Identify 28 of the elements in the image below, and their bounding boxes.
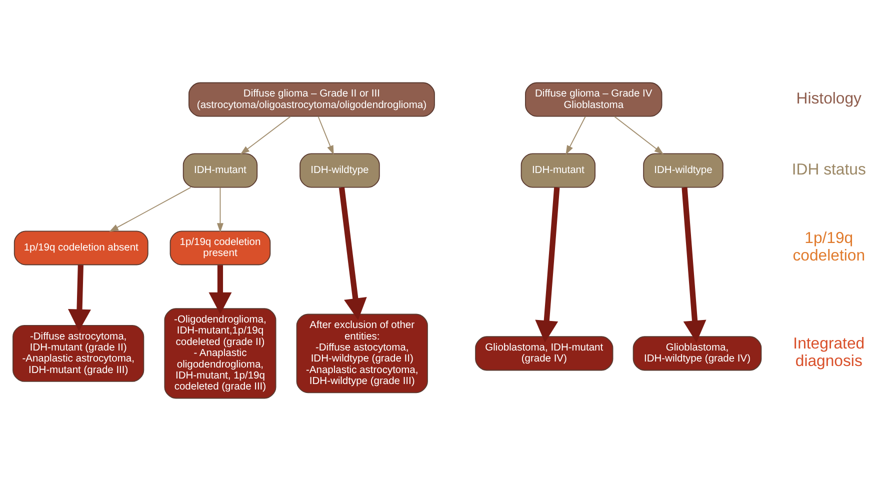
node-box: 1p/19q codeletion present	[170, 230, 271, 265]
node-box: IDH-mutant	[520, 152, 596, 188]
node-box: Glioblastoma, IDH-mutant (grade IV)	[475, 336, 614, 370]
label: Histology	[796, 90, 862, 107]
label: IDH status	[792, 160, 866, 178]
node-box: IDH-wildtype	[300, 152, 380, 188]
node-box: 1p/19q codeletion absent	[14, 230, 148, 265]
node-box: IDH-wildtype	[643, 152, 724, 188]
arrow	[68, 264, 91, 331]
arrow	[614, 116, 664, 154]
arrow	[109, 186, 192, 232]
arrow	[338, 186, 367, 320]
node-box: IDH-mutant	[182, 152, 258, 188]
label: 1p/19q codeletion	[792, 229, 866, 264]
node-box: Glioblastoma, IDH-wildtype (grade IV)	[632, 336, 762, 370]
node-box: -Diffuse astrocytoma, IDH-mutant (grade II) -Anaplastic astrocytoma, IDH-mutant (grade III)	[12, 324, 144, 382]
arrow	[240, 116, 291, 154]
node-box: Diffuse glioma – Grade II or III (astrocytoma/oligoastrocytoma/oligodendroglioma)	[188, 82, 435, 116]
arrow	[682, 186, 706, 342]
node-box: Diffuse glioma – Grade IV Glioblastoma	[525, 82, 662, 116]
node-box: -Oligodendroglioma, IDH-mutant,1p/19q codeleted (grade II) - Anaplastic oligodendroglioma, IDH-mutant, 1p/19q codeleted (grade III)	[164, 308, 276, 398]
arrow	[318, 116, 334, 154]
arrow	[566, 116, 586, 154]
arrow	[208, 264, 232, 314]
node-box: After exclusion of other entities: -Diffuse astocytoma, IDH-wildtype (grade II) -Anaplastic astrocytoma, IDH-wildtype (grade III)	[296, 313, 428, 393]
arrow	[535, 186, 560, 342]
label: Integrated diagnosis	[793, 334, 865, 370]
arrow	[216, 186, 224, 232]
